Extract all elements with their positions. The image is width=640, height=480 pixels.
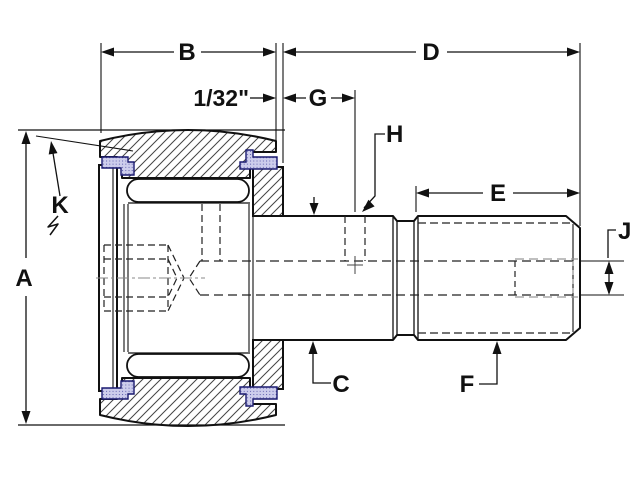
dim-label-a: A bbox=[15, 265, 32, 292]
end-tap-hole-hidden bbox=[514, 258, 578, 298]
dim-label-g: G bbox=[309, 85, 328, 112]
dim-label-e: E bbox=[490, 180, 506, 207]
dim-label-h: H bbox=[386, 121, 403, 148]
dim-a: A bbox=[15, 131, 33, 424]
dim-b: B bbox=[101, 39, 276, 66]
dim-c: C bbox=[308, 197, 350, 398]
radial-grease-hole-stud-hidden bbox=[344, 216, 366, 274]
dim-h: H bbox=[362, 121, 403, 212]
dim-e: E bbox=[416, 180, 580, 207]
seal-top-left bbox=[101, 156, 135, 176]
stud-flange-section-bottom bbox=[252, 339, 284, 390]
dim-d: D bbox=[283, 39, 580, 66]
dim-label-f: F bbox=[460, 371, 475, 398]
dim-label-k: K bbox=[51, 192, 69, 219]
radial-grease-hole-inner-hidden bbox=[201, 204, 221, 261]
seal-bottom-right bbox=[239, 386, 278, 407]
dim-label-j: J bbox=[618, 218, 631, 245]
hex-socket-hidden bbox=[96, 244, 205, 312]
dim-label-b: B bbox=[178, 39, 195, 66]
seal-bottom-left bbox=[101, 380, 135, 400]
thread-minor-diameter-hidden bbox=[418, 222, 570, 334]
roller-outer-ring-section-bottom bbox=[99, 377, 277, 427]
grease-passage-hidden bbox=[188, 260, 578, 296]
seal-top-right bbox=[239, 149, 278, 170]
extension-lines bbox=[18, 43, 624, 426]
stud-flange-section-top bbox=[252, 166, 284, 217]
dim-label-c: C bbox=[332, 371, 349, 398]
needle-roller-bottom bbox=[126, 353, 250, 378]
dim-j: J bbox=[604, 218, 631, 295]
dim-label-d: D bbox=[422, 39, 439, 66]
roller-outer-ring-section-top bbox=[99, 129, 277, 179]
stud-body-outline bbox=[283, 215, 581, 341]
dim-roller-overhang: 1/32" bbox=[193, 85, 276, 111]
dim-f: F bbox=[460, 341, 502, 398]
needle-roller-top bbox=[126, 178, 250, 203]
dim-k: K bbox=[47, 141, 69, 236]
dim-label-roller-overhang: 1/32" bbox=[193, 85, 249, 111]
dim-g: G bbox=[283, 85, 355, 112]
